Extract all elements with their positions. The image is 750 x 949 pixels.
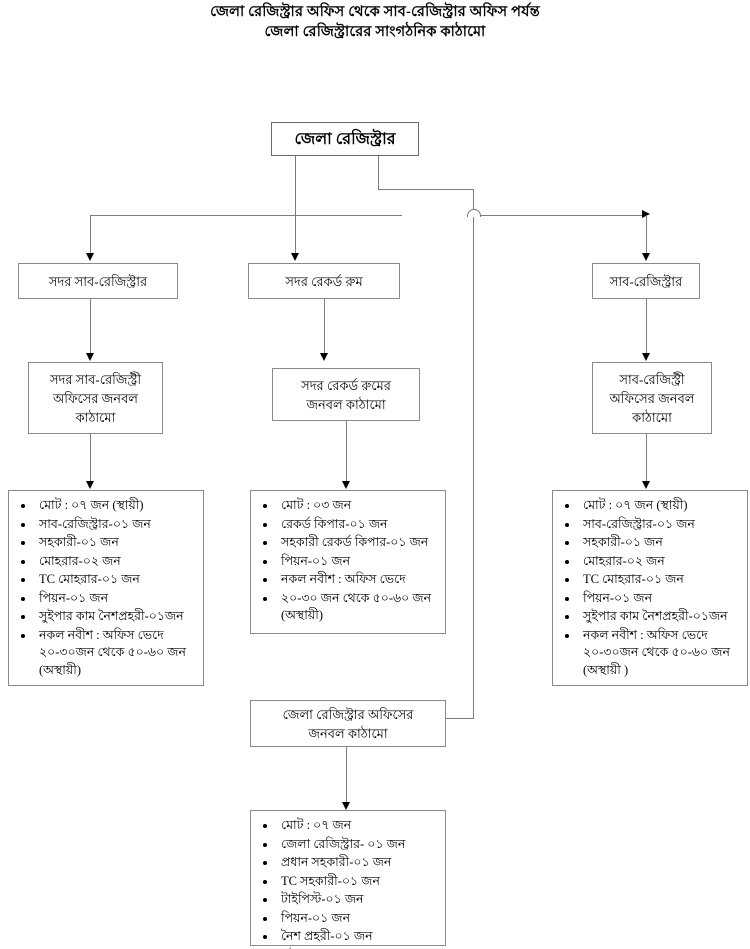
- list-item: সাব-রেজিস্ট্রার-০১ জন: [11, 516, 199, 534]
- list-item: সহকারী-০১ জন: [555, 534, 743, 552]
- list-item: মোট : ০৩ জন: [253, 497, 441, 515]
- arrow-to-sadar-record-room-structure: [320, 353, 328, 361]
- chart-title: জেলা রেজিস্ট্রার অফিস থেকে সাব-রেজিস্ট্র…: [0, 2, 750, 42]
- arrow-to-right-staff-list: [642, 481, 650, 489]
- list-item: ২০-৩০ জন থেকে ৫০-৬০ জন (অস্থায়ী): [253, 590, 441, 625]
- list-item: সুইপার কাম নৈশপ্রহরী-০১জন: [11, 608, 199, 626]
- node-district-registrar[interactable]: জেলা রেজিস্ট্রার: [271, 122, 419, 156]
- connector-middle-l2-l3: [324, 299, 325, 355]
- arrow-to-sub-registry-structure: [642, 353, 650, 361]
- node-sub-registry-line-1: সাব-রেজিস্ট্রী: [619, 371, 685, 387]
- node-sadar-record-room[interactable]: সদর রেকর্ড রুম: [248, 263, 400, 299]
- list-item: মোট : ০৭ জন (স্থায়ী): [11, 497, 199, 515]
- connector-root-stem: [295, 156, 296, 218]
- node-sub-registry-staff-structure[interactable]: সাব-রেজিস্ট্রী অফিসের জনবল কাঠামো: [592, 362, 712, 434]
- list-item: TC সহকারী-০১ জন: [253, 873, 441, 891]
- connector-bus-to-left: [90, 215, 91, 255]
- list-item: নকল নবীশ : অফিস ভেদে ২০-৩০জন থেকে ৫০-৬০ …: [11, 627, 199, 680]
- list-item: পিয়ন-০১ জন: [253, 910, 441, 928]
- connector-right-l3-list: [646, 434, 647, 483]
- node-sadar-sub-registry-line-2: অফিসের জনবল: [52, 390, 138, 406]
- node-sadar-sub-registrar-label: সদর সাব-রেজিস্ট্রার: [48, 273, 148, 289]
- title-line-2: জেলা রেজিস্ট্রারের সাংগঠনিক কাঠামো: [264, 24, 486, 40]
- node-sadar-record-room-staff-structure[interactable]: সদর রেকর্ড রুমের জনবল কাঠামো: [272, 368, 420, 421]
- arrow-to-sadar-record-room: [291, 253, 299, 261]
- list-item: সহকারী রেকর্ড কিপার-০১ জন: [253, 534, 441, 552]
- connector-bottom-feeder-vertical: [473, 189, 474, 718]
- node-sadar-sub-registrar[interactable]: সদর সাব-রেজিস্ট্রার: [18, 263, 178, 299]
- list-sub-registry-items: মোট : ০৭ জন (স্থায়ী) সাব-রেজিস্ট্রার-০১…: [555, 497, 743, 679]
- connector-root-right-horizontal: [378, 189, 474, 190]
- list-dr-office-staff: মোট : ০৭ জন জেলা রেজিস্ট্রার- ০১ জন প্রধ…: [250, 810, 446, 949]
- connector-left-l2-l3: [90, 299, 91, 355]
- list-item: TC মোহরার-০১ জন: [555, 571, 743, 589]
- node-sadar-sub-registry-line-3: কাঠামো: [75, 409, 116, 425]
- list-sadar-sub-registry-items: মোট : ০৭ জন (স্থায়ী) সাব-রেজিস্ট্রার-০১…: [11, 497, 199, 679]
- arrow-to-sub-registrar: [642, 253, 650, 261]
- node-sadar-sub-registry-line-1: সদর সাব-রেজিস্ট্রী: [49, 371, 142, 387]
- arrow-bus-right-end: [642, 210, 650, 218]
- list-item: পিয়ন-০১ জন: [253, 553, 441, 571]
- connector-left-l3-list: [90, 434, 91, 483]
- node-sadar-record-room-structure-line-2: জনবল কাঠামো: [306, 396, 386, 412]
- connector-line-hop: [467, 209, 481, 217]
- connector-root-right-stub: [378, 156, 379, 189]
- list-item-wrap: (অস্থায়ী): [39, 662, 81, 677]
- list-item: সাব-রেজিস্ট্রার-০১ জন: [555, 516, 743, 534]
- list-item: প্রধান সহকারী-০১ জন: [253, 854, 441, 872]
- list-item: নৈশ প্রহরী-০১ জন: [253, 928, 441, 946]
- connector-middle-l3-list: [346, 421, 347, 483]
- arrow-to-sadar-sub-registrar: [86, 253, 94, 261]
- list-item: সহকারী-০১ জন: [11, 534, 199, 552]
- list-item: পিয়ন-০১ জন: [11, 590, 199, 608]
- list-sadar-record-room-staff: মোট : ০৩ জন রেকর্ড কিপার-০১ জন সহকারী রে…: [250, 490, 446, 634]
- list-item-wrap: (অস্থায়ী): [281, 608, 323, 622]
- list-item: পিয়ন-০১ জন: [555, 590, 743, 608]
- connector-bus-left: [90, 215, 402, 216]
- list-item-wrap: ২০-৩০জন থেকে ৫০-৬০ জন: [39, 645, 186, 659]
- list-item-wrap: ২০-৩০জন থেকে ৫০-৬০ জন: [583, 645, 730, 659]
- node-sadar-sub-registry-staff-structure[interactable]: সদর সাব-রেজিস্ট্রী অফিসের জনবল কাঠামো: [28, 362, 163, 434]
- list-item: সুইপার-০১ জন: [253, 947, 441, 949]
- connector-bus-right: [480, 215, 646, 216]
- node-sub-registrar-label: সাব-রেজিস্ট্রার: [609, 273, 683, 289]
- list-item: মোহরার-০২ জন: [555, 553, 743, 571]
- list-sadar-record-room-items: মোট : ০৩ জন রেকর্ড কিপার-০১ জন সহকারী রে…: [253, 497, 441, 625]
- node-dr-office-line-2: জনবল কাঠামো: [308, 725, 388, 741]
- node-dr-office-line-1: জেলা রেজিস্ট্রার অফিসের: [282, 706, 414, 722]
- connector-bottom-feeder-horizontal: [424, 718, 474, 719]
- title-line-1: জেলা রেজিস্ট্রার অফিস থেকে সাব-রেজিস্ট্র…: [210, 4, 540, 20]
- list-item: মোহরার-০২ জন: [11, 553, 199, 571]
- list-item-wrap: (অস্থায়ী ): [583, 662, 629, 677]
- node-district-registrar-label: জেলা রেজিস্ট্রার: [294, 130, 396, 148]
- connector-dr-office-to-list: [346, 747, 347, 804]
- list-item: জেলা রেজিস্ট্রার- ০১ জন: [253, 836, 441, 854]
- node-sub-registrar[interactable]: সাব-রেজিস্ট্রার: [592, 263, 700, 299]
- connector-bus-to-right: [646, 215, 647, 255]
- node-dr-office-staff-structure[interactable]: জেলা রেজিস্ট্রার অফিসের জনবল কাঠামো: [250, 700, 446, 747]
- arrow-to-left-staff-list: [86, 481, 94, 489]
- connector-bus-to-middle: [295, 215, 296, 255]
- list-dr-office-items: মোট : ০৭ জন জেলা রেজিস্ট্রার- ০১ জন প্রধ…: [253, 817, 441, 949]
- connector-right-l2-l3: [646, 299, 647, 355]
- list-item: সুইপার কাম নৈশপ্রহরী-০১জন: [555, 608, 743, 626]
- list-sadar-sub-registry-staff: মোট : ০৭ জন (স্থায়ী) সাব-রেজিস্ট্রার-০১…: [8, 490, 204, 686]
- list-item: মোট : ০৭ জন (স্থায়ী): [555, 497, 743, 515]
- node-sub-registry-line-2: অফিসের জনবল: [609, 390, 695, 406]
- list-item: নকল নবীশ : অফিস ভেদে: [253, 571, 441, 589]
- list-item: টাইপিস্ট-০১ জন: [253, 891, 441, 909]
- node-sadar-record-room-label: সদর রেকর্ড রুম: [285, 273, 363, 289]
- node-sadar-record-room-structure-line-1: সদর রেকর্ড রুমের: [301, 377, 391, 393]
- arrow-to-middle-staff-list: [342, 481, 350, 489]
- arrow-to-dr-office-staff-list: [342, 802, 350, 810]
- list-item: মোট : ০৭ জন: [253, 817, 441, 835]
- node-sub-registry-line-3: কাঠামো: [632, 409, 672, 425]
- arrow-to-sadar-sub-registry-structure: [86, 353, 94, 361]
- list-item: TC মোহরার-০১ জন: [11, 571, 199, 589]
- list-sub-registry-staff: মোট : ০৭ জন (স্থায়ী) সাব-রেজিস্ট্রার-০১…: [552, 490, 748, 686]
- list-item: নকল নবীশ : অফিস ভেদে ২০-৩০জন থেকে ৫০-৬০ …: [555, 627, 743, 680]
- list-item: রেকর্ড কিপার-০১ জন: [253, 516, 441, 534]
